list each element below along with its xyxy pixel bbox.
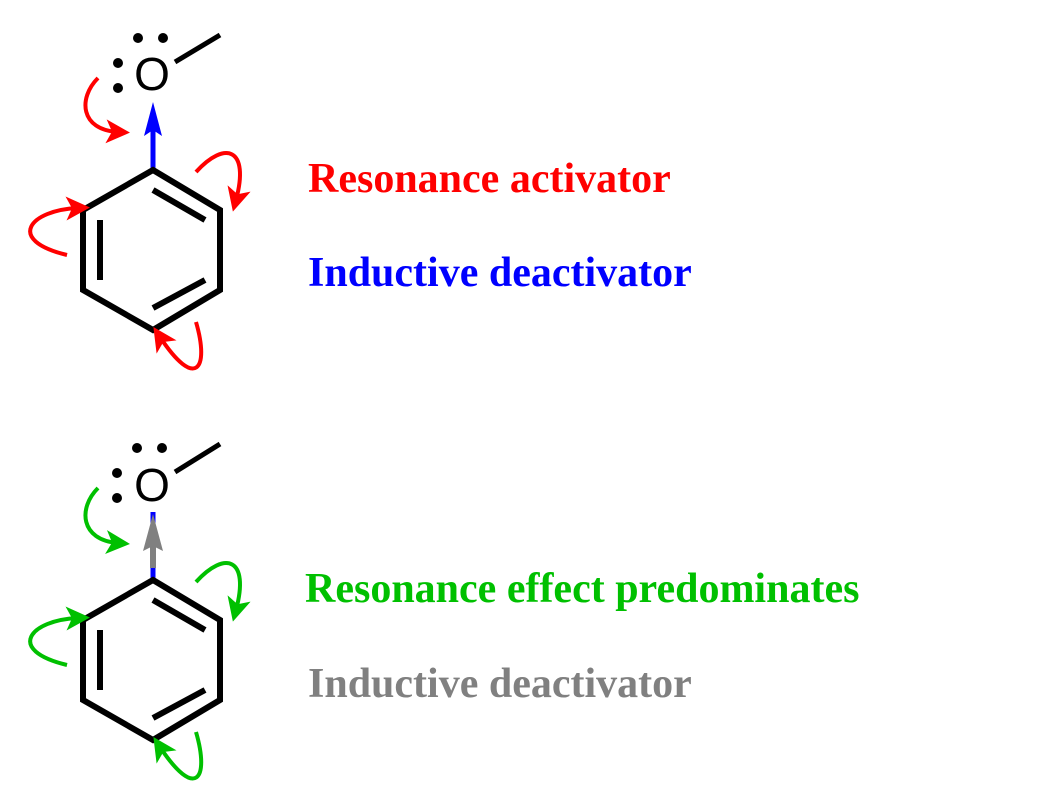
oxygen-atom-label: O [134, 459, 170, 511]
resonance-predominates-label: Resonance effect predominates [305, 566, 860, 612]
lone-pair-dots [112, 443, 167, 503]
inductive-arrowhead [143, 514, 163, 551]
benzene-ring [80, 576, 223, 744]
inductive-deactivator-label-bottom: Inductive deactivator [308, 661, 692, 707]
methyl-bond [173, 32, 222, 65]
anisole-bottom: O [28, 441, 251, 781]
resonance-activator-label: Resonance activator [308, 156, 671, 202]
anisole-top: O [28, 32, 251, 371]
benzene-ring [80, 166, 223, 334]
inductive-deactivator-label-top: Inductive deactivator [308, 250, 692, 296]
oxygen-atom-label: O [134, 48, 170, 100]
resonance-arrows [28, 76, 251, 371]
resonance-arrows [28, 486, 251, 781]
methyl-bond [173, 441, 222, 475]
inductive-arrowhead [144, 102, 162, 136]
lone-pair-dots [113, 33, 168, 93]
